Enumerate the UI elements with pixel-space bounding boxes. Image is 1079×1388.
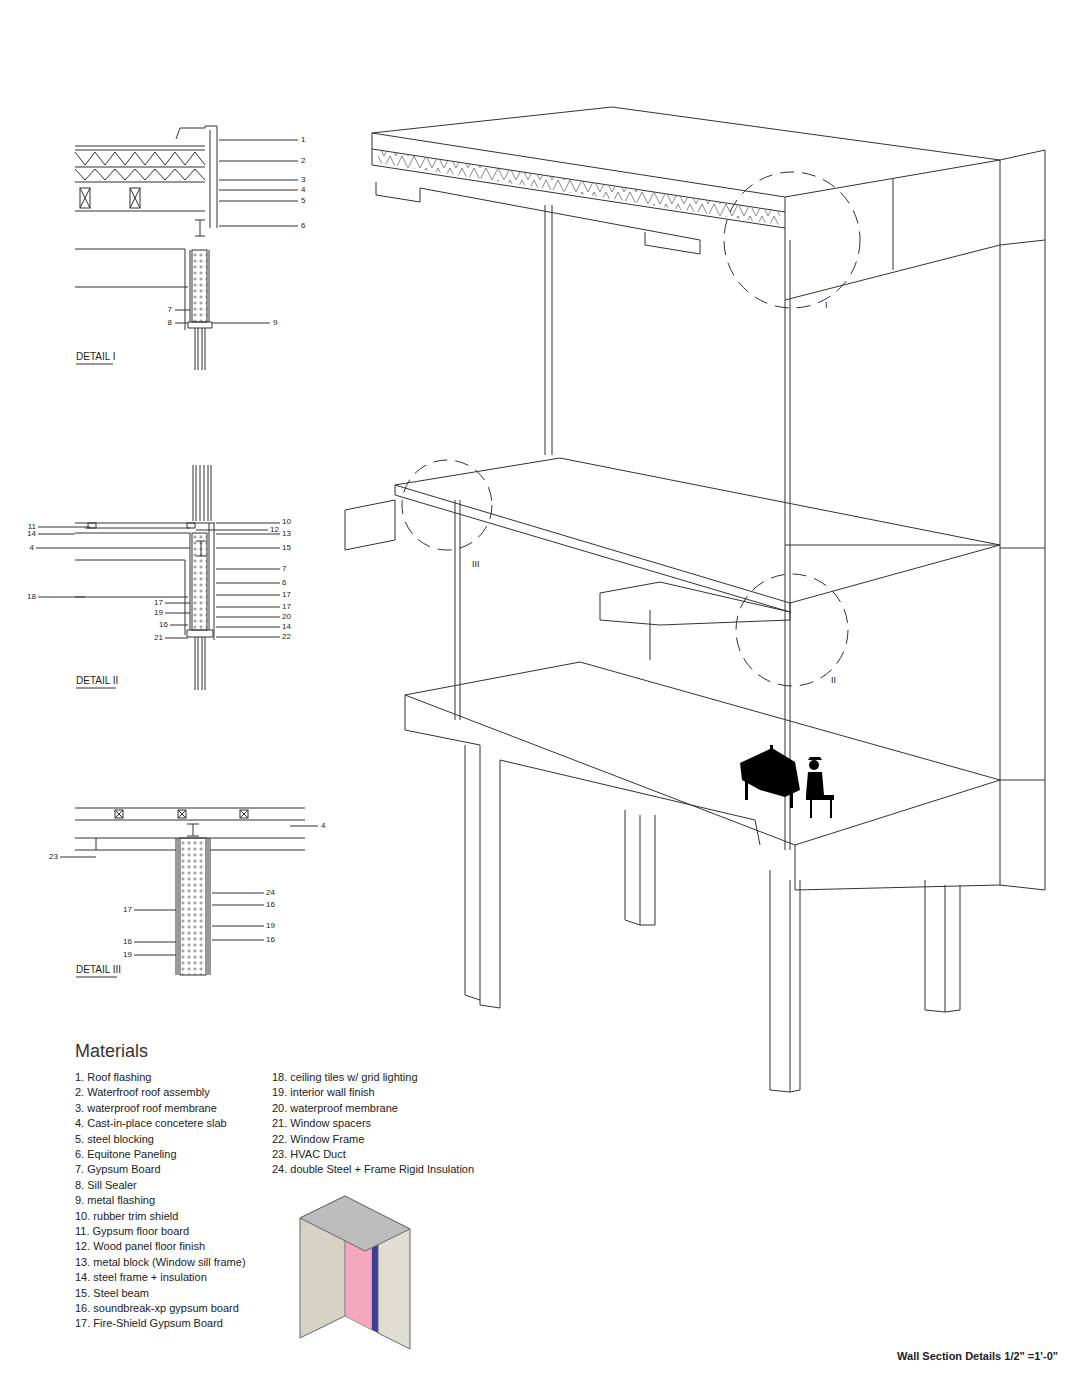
- material-item: 9. metal flashing: [75, 1195, 155, 1206]
- callout-number: 20: [282, 613, 291, 621]
- callout-number: 17: [123, 906, 132, 914]
- callout-number: 16: [266, 901, 275, 909]
- callout-number: 12: [270, 526, 279, 534]
- callout-number: 16: [123, 938, 132, 946]
- callout-number: 5: [301, 197, 305, 205]
- material-item: 23. HVAC Duct: [272, 1149, 346, 1160]
- callout-number: 14: [282, 623, 291, 631]
- sheet-caption: Wall Section Details 1/2" =1'-0": [897, 1351, 1058, 1362]
- material-item: 5. steel blocking: [75, 1134, 154, 1145]
- callout-number: 24: [266, 889, 275, 897]
- material-item: 16. soundbreak-xp gypsum board: [75, 1303, 239, 1314]
- axon-tag: III: [472, 560, 480, 569]
- callout-number: 8: [168, 319, 172, 327]
- callout-number: 4: [321, 822, 325, 830]
- callout-number: 6: [282, 579, 286, 587]
- detail-title: DETAIL III: [76, 965, 121, 975]
- callout-number: 7: [282, 565, 286, 573]
- material-item: 24. double Steel + Frame Rigid Insulatio…: [272, 1164, 474, 1175]
- material-item: 13. metal block (Window sill frame): [75, 1257, 246, 1268]
- material-item: 2. Waterfroof roof assembly: [75, 1087, 210, 1098]
- material-item: 22. Window Frame: [272, 1134, 364, 1145]
- callout-number: 14: [27, 530, 36, 538]
- callout-number: 7: [168, 306, 172, 314]
- callout-number: 3: [301, 176, 305, 184]
- callout-number: 6: [301, 222, 305, 230]
- material-item: 14. steel frame + insulation: [75, 1272, 207, 1283]
- callout-number: 10: [282, 518, 291, 526]
- material-item: 7. Gypsum Board: [75, 1164, 161, 1175]
- material-item: 12. Wood panel floor finish: [75, 1241, 205, 1252]
- material-item: 10. rubber trim shield: [75, 1211, 178, 1222]
- callout-number: 17: [154, 599, 163, 607]
- material-item: 6. Equitone Paneling: [75, 1149, 177, 1160]
- detail-title: DETAIL I: [76, 352, 115, 362]
- callout-number: 19: [123, 951, 132, 959]
- callout-number: 23: [49, 853, 58, 861]
- axon-tag: II: [831, 676, 836, 685]
- callout-number: 17: [282, 603, 291, 611]
- callout-number: 18: [27, 593, 36, 601]
- callout-number: 19: [266, 922, 275, 930]
- callout-number: 2: [301, 157, 305, 165]
- material-item: 19. interior wall finish: [272, 1087, 375, 1098]
- callout-number: 15: [282, 544, 291, 552]
- material-item: 3. waterproof roof membrane: [75, 1103, 217, 1114]
- callout-number: 19: [154, 609, 163, 617]
- callout-number: 17: [282, 591, 291, 599]
- material-item: 21. Window spacers: [272, 1118, 371, 1129]
- material-item: 1. Roof flashing: [75, 1072, 151, 1083]
- callout-number: 16: [159, 621, 168, 629]
- callout-number: 9: [273, 319, 277, 327]
- callout-number: 16: [266, 936, 275, 944]
- axon-tag: I: [825, 301, 828, 310]
- callout-number: 22: [282, 633, 291, 641]
- material-item: 18. ceiling tiles w/ grid lighting: [272, 1072, 418, 1083]
- material-item: 8. Sill Sealer: [75, 1180, 137, 1191]
- materials-heading: Materials: [75, 1042, 148, 1060]
- callout-number: 13: [282, 530, 291, 538]
- callout-number: 4: [30, 544, 34, 552]
- material-item: 20. waterproof membrane: [272, 1103, 398, 1114]
- wall-board-swatch: [300, 1196, 410, 1349]
- callout-number: 1: [301, 136, 305, 144]
- material-item: 11. Gypsum floor board: [75, 1226, 189, 1237]
- material-item: 4. Cast-in-place concetere slab: [75, 1118, 227, 1129]
- material-item: 15. Steel beam: [75, 1288, 149, 1299]
- callout-number: 4: [301, 186, 305, 194]
- callout-number: 21: [154, 634, 163, 642]
- detail-title: DETAIL II: [76, 676, 118, 686]
- piano-figure: [740, 745, 834, 818]
- material-item: 17. Fire-Shield Gypsum Board: [75, 1318, 223, 1329]
